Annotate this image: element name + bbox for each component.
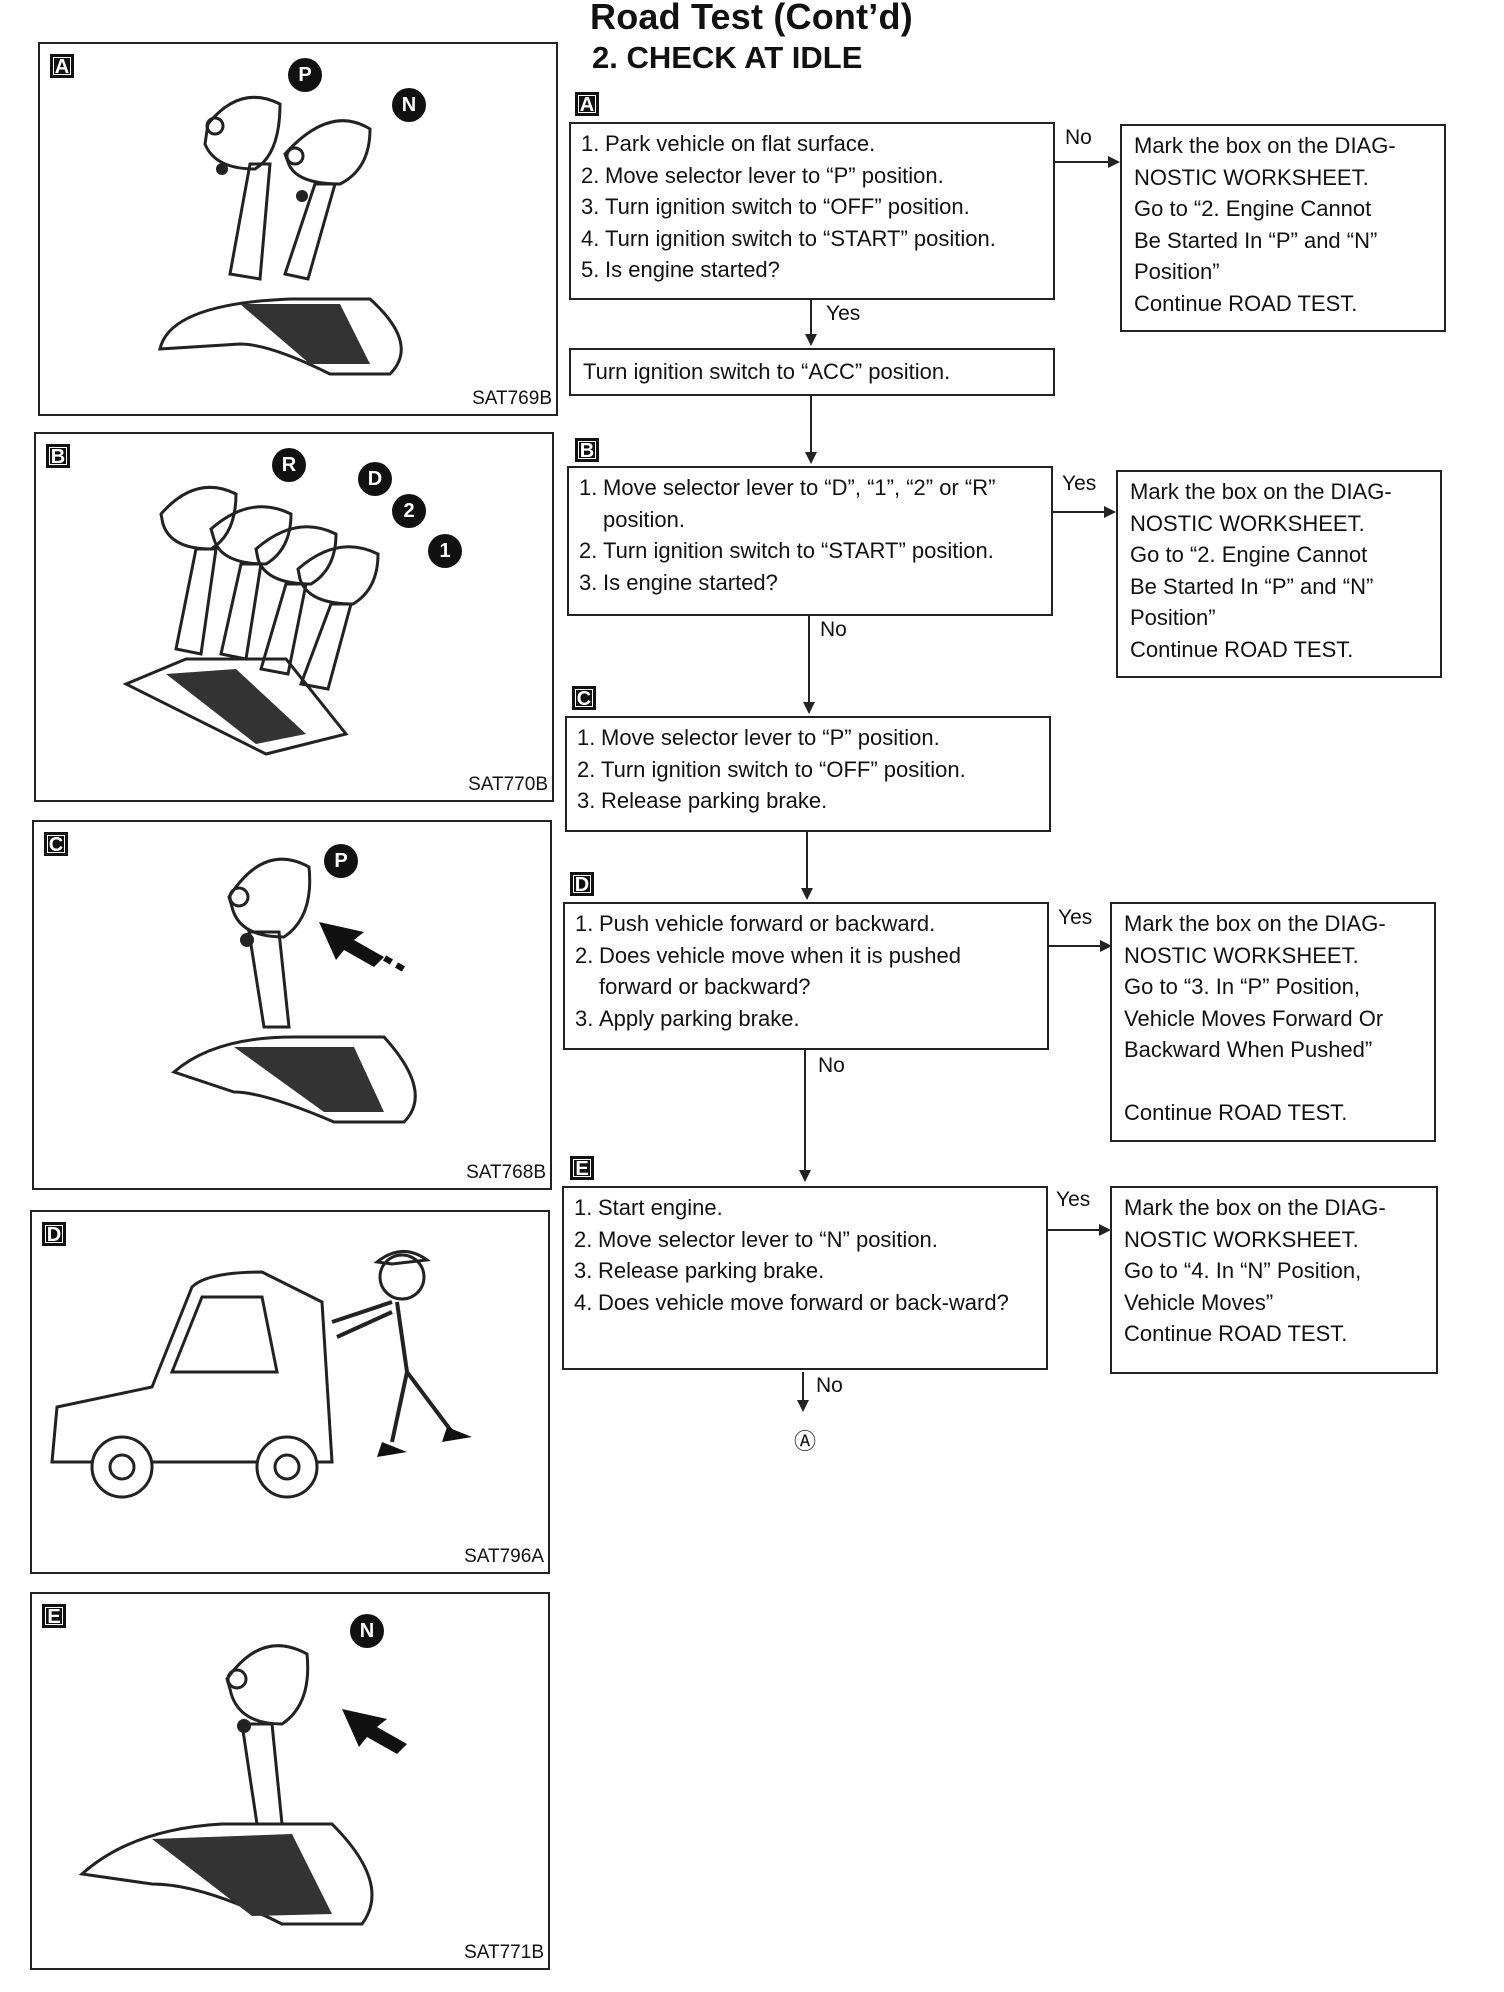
step-e-result-box: Mark the box on the DIAG- NOSTIC WORKSHE…: [1110, 1186, 1438, 1374]
step-e-item: 3.Release parking brake.: [574, 1258, 825, 1283]
badge-p: P: [324, 844, 358, 878]
arrow-line: [1055, 161, 1111, 163]
step-c-item: 3.Release parking brake.: [577, 788, 828, 813]
figure-code: SAT770B: [468, 774, 548, 795]
step-b-box: 1.Move selector lever to “D”, “1”, “2” o…: [567, 466, 1053, 616]
step-c-item: 2.Turn ignition switch to “OFF” position…: [577, 756, 966, 782]
arrow-head: [801, 888, 813, 900]
arrow-line: [810, 300, 812, 338]
step-d-item: 1.Push vehicle forward or backward.: [575, 911, 936, 936]
shift-lever-p-n-illustration: [158, 95, 403, 376]
step-b-result-box: Mark the box on the DIAG- NOSTIC WORKSHE…: [1116, 470, 1442, 678]
branch-label: No: [1065, 126, 1092, 149]
step-a-label: A: [575, 92, 599, 116]
connector-a: Ⓐ: [794, 1429, 817, 1454]
illustration-d: D SAT796A: [30, 1210, 550, 1574]
badge-p: P: [288, 58, 322, 92]
step-b-item: 2.Turn ignition switch to “START” positi…: [579, 538, 994, 563]
person-pushing-car-illustration: [50, 1250, 472, 1499]
step-b-label: B: [575, 438, 599, 462]
next-label: No: [818, 1054, 845, 1077]
arrow-line: [1048, 1229, 1102, 1231]
arrow-head: [805, 452, 817, 464]
panel-label: B: [46, 444, 70, 468]
step-a-box: 1.Park vehicle on flat surface. 2.Move s…: [569, 122, 1055, 300]
step-d-item: 3.Apply parking brake.: [575, 1005, 800, 1031]
panel-label: D: [42, 1222, 66, 1246]
arrow-head: [1108, 156, 1120, 168]
branch-label: Yes: [1062, 472, 1097, 495]
figure-code: SAT768B: [466, 1162, 546, 1183]
step-a-item: 3.Turn ignition switch to “OFF” position…: [581, 194, 970, 219]
badge-n: N: [392, 88, 426, 122]
arrow-line: [804, 1050, 806, 1174]
badge-n: N: [350, 1614, 384, 1648]
arrow-line: [806, 832, 808, 892]
figure-code: SAT771B: [464, 1942, 544, 1963]
next-label: No: [816, 1374, 843, 1397]
step-b-item: 3.Is engine started?: [579, 569, 778, 595]
figure-code: SAT796A: [464, 1546, 544, 1567]
next-label: Yes: [826, 302, 861, 325]
arrow-line: [808, 616, 810, 706]
next-label: No: [820, 618, 847, 641]
branch-label: Yes: [1056, 1188, 1091, 1211]
arrow-head: [799, 1170, 811, 1182]
shift-lever-n-push-illustration: [78, 1644, 407, 1926]
illustration-b: B R D 2 1 SAT770B: [34, 432, 554, 802]
shift-lever-p-push-illustration: [171, 857, 417, 1124]
arrow-line: [802, 1372, 804, 1402]
panel-label: C: [44, 832, 68, 856]
illustration-a: A P N SAT769B: [38, 42, 558, 416]
badge-1: 1: [428, 534, 462, 568]
step-d-result-box: Mark the box on the DIAG- NOSTIC WORKSHE…: [1110, 902, 1436, 1142]
step-e-item: 2.Move selector lever to “N” position.: [574, 1226, 938, 1252]
arrow-line: [1049, 945, 1103, 947]
step-e-label: E: [570, 1156, 594, 1180]
step-e-box: 1.Start engine. 2.Move selector lever to…: [562, 1186, 1048, 1370]
step-a-item: 1.Park vehicle on flat surface.: [581, 131, 876, 156]
step-c-label: C: [572, 686, 596, 710]
step-d-item: 2.Does vehicle move when it is pushed fo…: [575, 942, 961, 1000]
step-e-item: 1.Start engine.: [574, 1195, 723, 1220]
step-a-item: 4.Turn ignition switch to “START” positi…: [581, 225, 996, 251]
badge-d: D: [358, 462, 392, 496]
acc-box: Turn ignition switch to “ACC” position.: [569, 348, 1055, 396]
arrow-head: [797, 1400, 809, 1412]
step-c-item: 1.Move selector lever to “P” position.: [577, 725, 940, 750]
arrow-line: [810, 396, 812, 456]
arrow-head: [805, 334, 817, 346]
arrow-head: [1104, 506, 1116, 518]
step-c-box: 1.Move selector lever to “P” position. 2…: [565, 716, 1051, 832]
shift-lever-r-d-2-1-illustration: [122, 485, 380, 756]
step-a-item: 5.Is engine started?: [581, 257, 780, 282]
badge-r: R: [272, 448, 306, 482]
arrow-line: [1053, 511, 1107, 513]
illustration-e: E N SAT771B: [30, 1592, 550, 1970]
arrow-head: [803, 702, 815, 714]
step-d-label: D: [570, 872, 594, 896]
section-title: 2. CHECK AT IDLE: [592, 40, 863, 75]
step-d-box: 1.Push vehicle forward or backward. 2.Do…: [563, 902, 1049, 1050]
step-b-item: 1.Move selector lever to “D”, “1”, “2” o…: [579, 475, 996, 532]
badge-2: 2: [392, 494, 426, 528]
figure-code: SAT769B: [472, 388, 552, 409]
step-a-item: 2.Move selector lever to “P” position.: [581, 162, 944, 188]
branch-label: Yes: [1058, 906, 1093, 929]
step-e-item: 4.Does vehicle move forward or back-ward…: [574, 1289, 1009, 1315]
step-a-result-box: Mark the box on the DIAG- NOSTIC WORKSHE…: [1120, 124, 1446, 332]
arrow-head: [1099, 1224, 1111, 1236]
panel-label: A: [50, 54, 74, 78]
panel-label: E: [42, 1604, 66, 1628]
page-title: Road Test (Cont’d): [590, 0, 913, 37]
arrow-head: [1100, 940, 1112, 952]
illustration-c: C P SAT768B: [32, 820, 552, 1190]
